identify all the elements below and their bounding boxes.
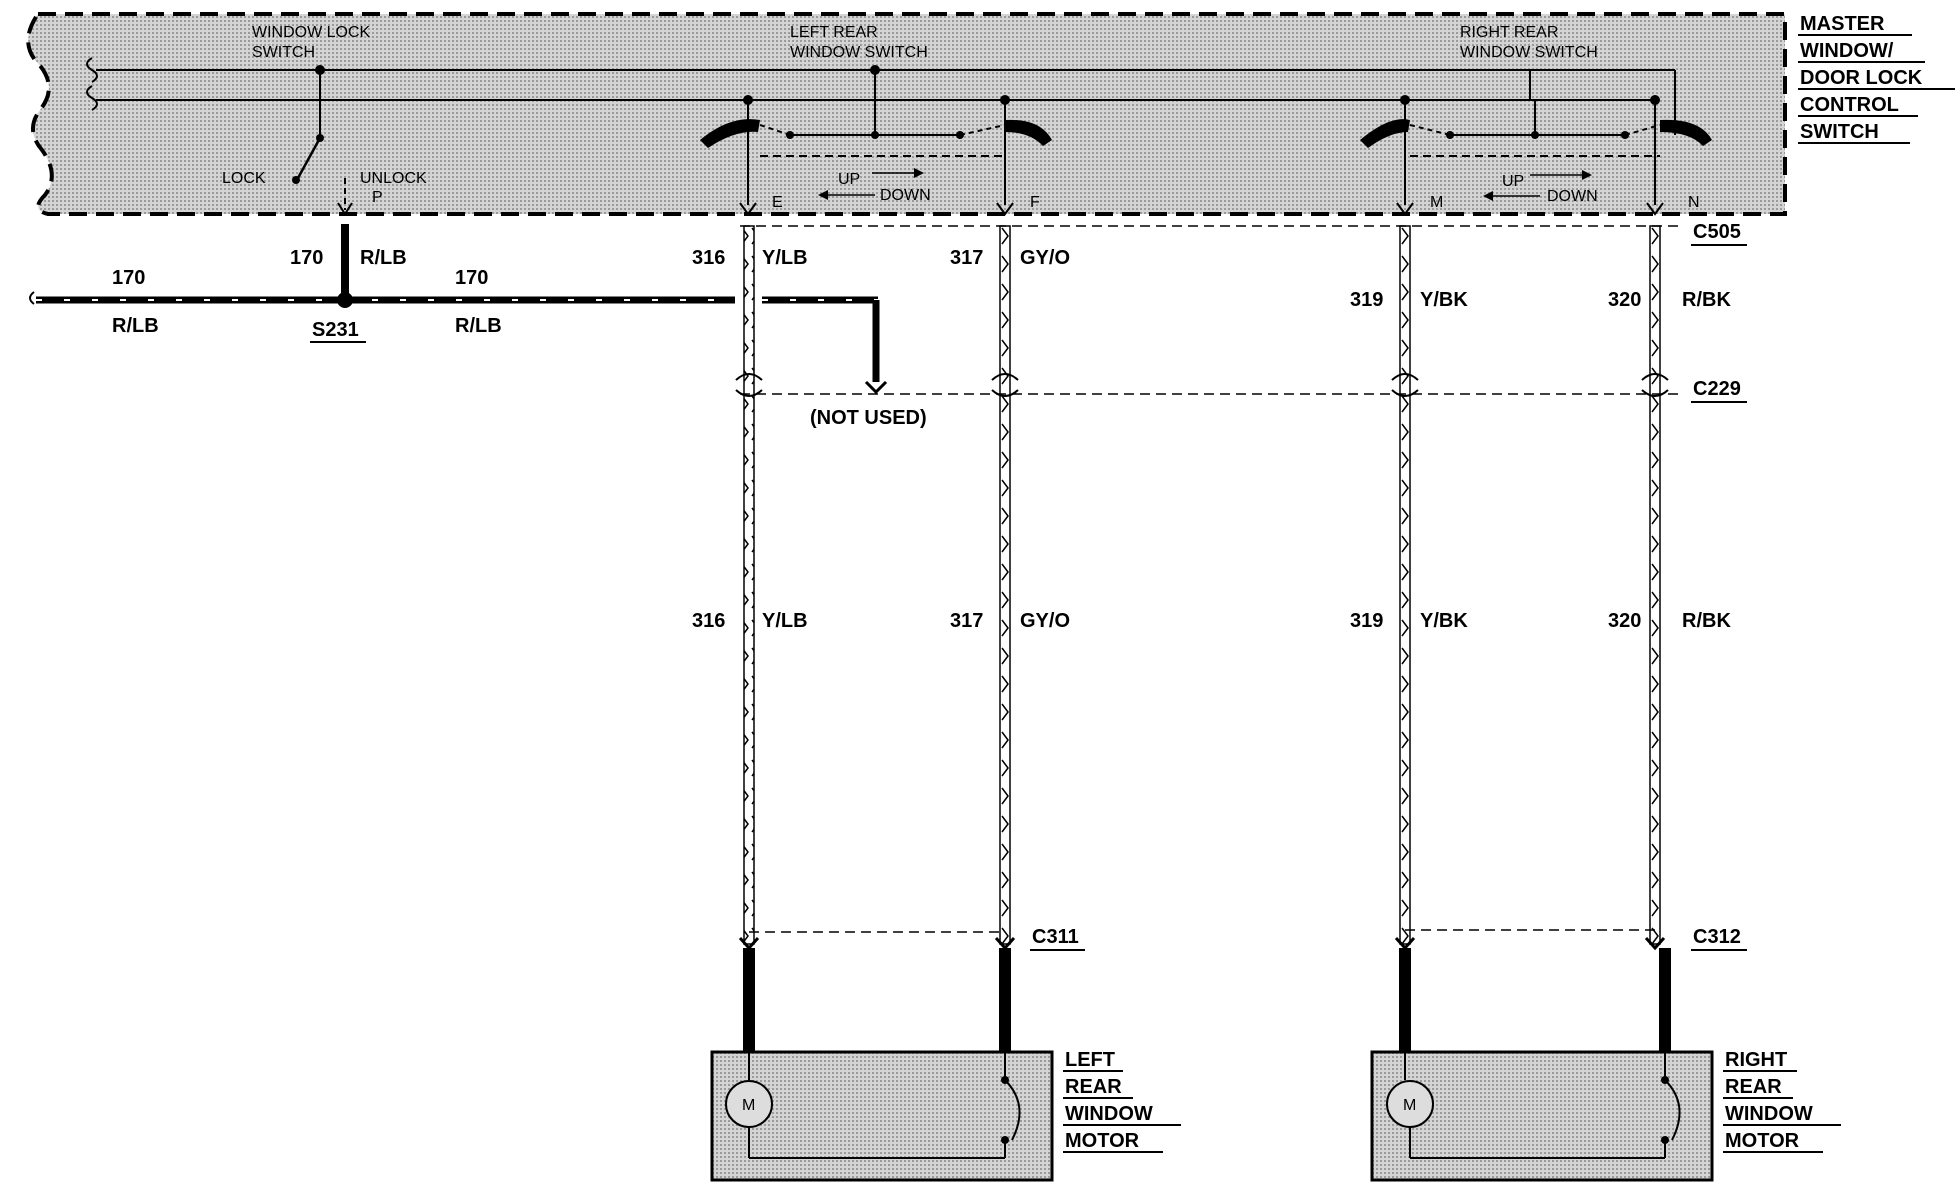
svg-text:MASTER: MASTER	[1800, 13, 1885, 35]
right-rear-window-motor	[1370, 1050, 1714, 1182]
pin-f-label: F	[1030, 194, 1040, 211]
w317-upper-color: GY/O	[1020, 247, 1070, 269]
svg-text:WINDOW LOCK: WINDOW LOCK	[252, 24, 371, 41]
right-motor-symbol: M	[1403, 1097, 1416, 1114]
svg-text:MOTOR: MOTOR	[1065, 1130, 1140, 1152]
left-down-label: DOWN	[880, 187, 931, 204]
svg-text:REAR: REAR	[1725, 1076, 1782, 1098]
svg-text:WINDOW: WINDOW	[1065, 1103, 1153, 1125]
svg-text:SWITCH: SWITCH	[252, 44, 315, 61]
right-up-label: UP	[1502, 173, 1524, 190]
wire-320	[1641, 225, 1669, 945]
svg-text:WINDOW: WINDOW	[1725, 1103, 1813, 1125]
w320-upper-circuit: 320	[1608, 289, 1641, 311]
right-rear-switch-label: RIGHT REAR WINDOW SWITCH	[1460, 24, 1598, 61]
w170-right-color: R/LB	[455, 315, 502, 337]
pin-n-label: N	[1688, 194, 1700, 211]
svg-text:DOOR LOCK: DOOR LOCK	[1800, 67, 1923, 89]
pin-e-label: E	[772, 194, 783, 211]
lock-label: LOCK	[222, 170, 266, 187]
w320-upper-color: R/BK	[1682, 289, 1731, 311]
w316-upper-circuit: 316	[692, 247, 725, 269]
left-up-label: UP	[838, 171, 860, 188]
window-lock-switch-label: WINDOW LOCK SWITCH	[252, 24, 371, 61]
w317-lower-circuit: 317	[950, 610, 983, 632]
c311-label: C311	[1032, 926, 1079, 948]
w316-lower-color: Y/LB	[762, 610, 808, 632]
left-motor-symbol: M	[742, 1097, 755, 1114]
pin-p-label: P	[372, 189, 383, 206]
w316-lower-circuit: 316	[692, 610, 725, 632]
w319-lower-circuit: 319	[1350, 610, 1383, 632]
w319-upper-color: Y/BK	[1420, 289, 1468, 311]
c312-label: C312	[1693, 926, 1741, 948]
svg-text:RIGHT REAR: RIGHT REAR	[1460, 24, 1558, 41]
pin-m-label: M	[1430, 194, 1443, 211]
s231-label: S231	[312, 319, 359, 341]
w320-lower-color: R/BK	[1682, 610, 1731, 632]
w170-left-circuit: 170	[112, 267, 145, 289]
svg-text:SWITCH: SWITCH	[1800, 121, 1879, 143]
right-motor-label: RIGHT REAR WINDOW MOTOR	[1723, 1049, 1841, 1153]
svg-text:WINDOW/: WINDOW/	[1800, 40, 1894, 62]
left-motor-label: LEFT REAR WINDOW MOTOR	[1063, 1049, 1181, 1153]
svg-text:MOTOR: MOTOR	[1725, 1130, 1800, 1152]
motor-leads	[738, 936, 1671, 1052]
circuit-170-wire	[29, 224, 888, 395]
svg-text:RIGHT: RIGHT	[1725, 1049, 1787, 1071]
w316-upper-color: Y/LB	[762, 247, 808, 269]
svg-text:CONTROL: CONTROL	[1800, 94, 1899, 116]
svg-text:LEFT: LEFT	[1065, 1049, 1115, 1071]
right-down-label: DOWN	[1547, 188, 1598, 205]
svg-text:REAR: REAR	[1065, 1076, 1122, 1098]
w320-lower-circuit: 320	[1608, 610, 1641, 632]
w170-right-circuit: 170	[455, 267, 488, 289]
svg-text:WINDOW SWITCH: WINDOW SWITCH	[790, 44, 928, 61]
left-rear-window-motor	[710, 1050, 1054, 1182]
w170-left-color: R/LB	[112, 315, 159, 337]
w170-top-circuit: 170	[290, 247, 323, 269]
w317-upper-circuit: 317	[950, 247, 983, 269]
master-switch-housing	[26, 12, 1787, 216]
w170-top-color: R/LB	[360, 247, 407, 269]
w319-lower-color: Y/BK	[1420, 610, 1468, 632]
left-rear-switch-label: LEFT REAR WINDOW SWITCH	[790, 24, 928, 61]
w319-upper-circuit: 319	[1350, 289, 1383, 311]
wire-319	[1391, 225, 1419, 945]
c229-label: C229	[1693, 378, 1741, 400]
w317-lower-color: GY/O	[1020, 610, 1070, 632]
unlock-label: UNLOCK	[360, 170, 427, 187]
svg-text:LEFT REAR: LEFT REAR	[790, 24, 878, 41]
svg-text:WINDOW SWITCH: WINDOW SWITCH	[1460, 44, 1598, 61]
wire-316	[735, 225, 763, 945]
c505-label: C505	[1693, 221, 1741, 243]
not-used-label: (NOT USED)	[810, 407, 927, 429]
wire-317	[991, 225, 1019, 945]
master-switch-title: MASTER WINDOW/ DOOR LOCK CONTROL SWITCH	[1798, 13, 1955, 144]
